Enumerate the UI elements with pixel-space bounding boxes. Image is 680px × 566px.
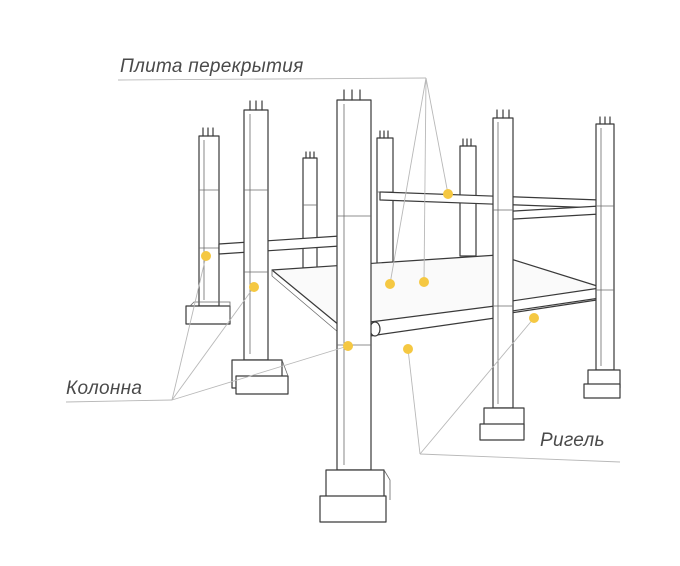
column-far-right [583,116,621,399]
column-front-left [231,100,289,395]
marker-slab-2 [385,279,395,289]
markers [201,189,539,354]
column-front-center [319,89,391,523]
leader-lines-slab [117,77,449,285]
marker-column-3 [343,341,353,351]
beam-back-left [218,235,341,255]
marker-column-2 [249,282,259,292]
marker-slab-3 [419,277,429,287]
slab-label: Плита перекрытия [120,56,304,77]
column-label: Колонна [66,378,143,399]
beam-label: Ригель [540,430,605,451]
marker-slab-1 [443,189,453,199]
marker-beam-1 [403,344,413,354]
leader-lines-column [65,255,349,403]
column-back-left [185,127,231,325]
beam-upper-back [379,191,601,221]
column-front-right [479,109,525,441]
column-back-center [376,130,394,269]
marker-column-1 [201,251,211,261]
leader-lines-beam [407,317,621,463]
column-back-mid [302,151,318,269]
marker-beam-2 [529,313,539,323]
